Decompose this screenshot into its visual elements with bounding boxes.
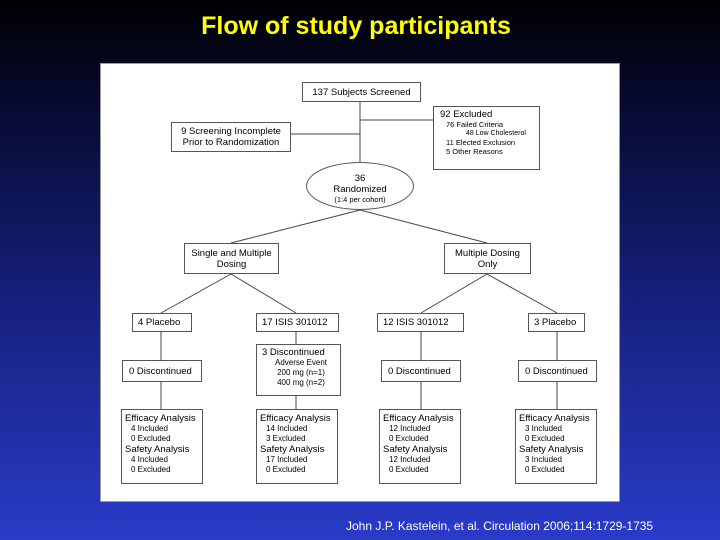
excluded-box: 92 Excluded 76 Failed Criteria 48 Low Ch…	[433, 106, 540, 170]
safety-included: 17 Included	[266, 455, 308, 464]
efficacy-excluded: 0 Excluded	[525, 434, 565, 443]
safety-included: 4 Included	[131, 455, 168, 464]
arm-line: Only	[477, 259, 498, 270]
excluded-line: 11 Elected Exclusion	[446, 138, 516, 147]
group-label: 4 Placebo	[138, 317, 181, 328]
discontinued-label: 0 Discontinued	[525, 366, 588, 377]
analysis-box: Efficacy Analysis 12 Included 0 Excluded…	[379, 409, 461, 484]
screened-box: 137 Subjects Screened	[302, 82, 421, 102]
efficacy-included: 12 Included	[389, 424, 431, 433]
arm-line: Single and Multiple	[191, 248, 272, 259]
efficacy-heading: Efficacy Analysis	[519, 413, 590, 424]
incomplete-line: 9 Screening Incomplete	[181, 126, 281, 137]
page-title: Flow of study participants	[201, 12, 511, 40]
efficacy-excluded: 3 Excluded	[266, 434, 306, 443]
discontinued-box: 0 Discontinued	[518, 360, 597, 382]
analysis-box: Efficacy Analysis 14 Included 3 Excluded…	[256, 409, 338, 484]
arm-line: Dosing	[216, 259, 247, 270]
excluded-line: 48 Low Cholesterol	[466, 130, 526, 137]
efficacy-included: 4 Included	[131, 424, 168, 433]
citation: John J.P. Kastelein, et al. Circulation …	[346, 519, 654, 533]
safety-excluded: 0 Excluded	[266, 465, 306, 474]
safety-excluded: 0 Excluded	[525, 465, 565, 474]
excluded-line: 76 Failed Criteria	[446, 120, 504, 129]
safety-excluded: 0 Excluded	[389, 465, 429, 474]
efficacy-heading: Efficacy Analysis	[260, 413, 331, 424]
randomized-count: 36	[354, 173, 366, 184]
excluded-heading: 92 Excluded	[440, 109, 493, 120]
group-box: 12 ISIS 301012	[377, 313, 464, 332]
group-box: 4 Placebo	[132, 313, 192, 332]
safety-included: 12 Included	[389, 455, 431, 464]
efficacy-excluded: 0 Excluded	[131, 434, 171, 443]
safety-included: 3 Included	[525, 455, 562, 464]
efficacy-excluded: 0 Excluded	[389, 434, 429, 443]
safety-heading: Safety Analysis	[125, 444, 190, 455]
discontinued-box: 3 Discontinued Adverse Event 200 mg (n=1…	[256, 344, 341, 396]
incomplete-box: 9 Screening Incomplete Prior to Randomiz…	[171, 122, 291, 152]
safety-excluded: 0 Excluded	[131, 465, 171, 474]
efficacy-heading: Efficacy Analysis	[383, 413, 454, 424]
connector-lines	[160, 102, 558, 409]
efficacy-included: 14 Included	[266, 424, 308, 433]
discontinued-box: 0 Discontinued	[381, 360, 461, 382]
arm-multiple-only-box: Multiple Dosing Only	[444, 243, 531, 274]
group-label: 17 ISIS 301012	[262, 317, 328, 328]
randomized-ellipse: 36 Randomized (1:4 per cohort)	[306, 162, 414, 210]
incomplete-line: Prior to Randomization	[182, 137, 280, 148]
efficacy-heading: Efficacy Analysis	[125, 413, 196, 424]
discontinued-sub: Adverse Event	[274, 358, 328, 367]
safety-heading: Safety Analysis	[519, 444, 584, 455]
discontinued-label: 0 Discontinued	[129, 366, 192, 377]
discontinued-line: 200 mg (n=1)	[277, 368, 325, 377]
discontinued-heading: 3 Discontinued	[262, 347, 325, 358]
arm-single-multiple-box: Single and Multiple Dosing	[184, 243, 279, 274]
analysis-box: Efficacy Analysis 4 Included 0 Excluded …	[121, 409, 203, 484]
efficacy-included: 3 Included	[525, 424, 562, 433]
group-box: 17 ISIS 301012	[256, 313, 339, 332]
group-label: 3 Placebo	[534, 317, 577, 328]
group-label: 12 ISIS 301012	[383, 317, 449, 328]
group-box: 3 Placebo	[528, 313, 585, 332]
safety-heading: Safety Analysis	[383, 444, 448, 455]
randomized-note: (1:4 per cohort)	[334, 195, 386, 204]
safety-heading: Safety Analysis	[260, 444, 325, 455]
discontinued-line: 400 mg (n=2)	[277, 378, 325, 387]
discontinued-box: 0 Discontinued	[122, 360, 202, 382]
analysis-box: Efficacy Analysis 3 Included 0 Excluded …	[515, 409, 597, 484]
flowchart-panel: 137 Subjects Screened 92 Excluded 76 Fai…	[100, 63, 620, 502]
screened-label: 137 Subjects Screened	[312, 87, 411, 98]
excluded-line: 5 Other Reasons	[446, 147, 503, 156]
discontinued-label: 0 Discontinued	[388, 366, 451, 377]
randomized-label: Randomized	[333, 184, 387, 195]
arm-line: Multiple Dosing	[455, 248, 520, 259]
